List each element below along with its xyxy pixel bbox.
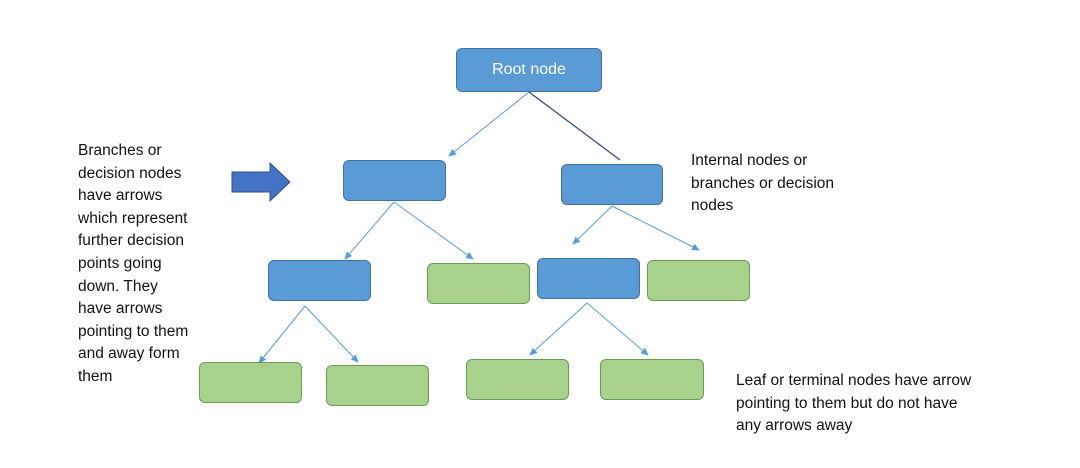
annotation-line: points going [78,254,162,272]
annotation-line: nodes [691,197,734,215]
leaf-node-level3-2 [326,365,429,406]
branches-annotation: Branches or decision nodes have arrows w… [78,140,188,389]
connector-l1right-right [611,205,700,251]
leaf-node-level2-b [647,260,750,301]
annotation-line: pointing to them [78,322,189,340]
connector-root-right [528,91,621,161]
annotation-line: decision nodes [78,164,182,182]
decision-node-level1-left [343,160,446,201]
annotation-line: Branches or [78,142,162,159]
connector-l1left-right [393,201,474,260]
annotation-line: pointing to them but do not have [736,394,958,412]
right-block-arrow [231,161,291,203]
annotation-line: them [78,367,113,385]
connector-l1right-left [572,205,613,245]
root-node: Root node [456,48,602,92]
connector-root-left [448,91,530,157]
leaf-nodes-annotation: Leaf or terminal nodes have arrow pointi… [736,370,971,438]
connector-l2left-left [258,305,306,364]
leaf-node-level2-a [427,263,530,304]
decision-node-level2-left [268,260,371,301]
connector-l2right-right [586,302,649,356]
annotation-line: further decision [78,232,184,250]
leaf-node-level3-1 [199,362,302,403]
annotation-line: down. They [78,277,158,295]
connector-l2right-left [529,302,588,356]
decision-node-level1-right [561,164,663,205]
connector-l2left-right [304,305,359,363]
connector-l1left-left [344,201,395,260]
annotation-line: Leaf or terminal nodes have arrow [736,372,972,389]
leaf-node-level3-4 [600,359,704,400]
leaf-node-level3-3 [466,359,569,400]
internal-nodes-annotation: Internal nodes or branches or decision n… [691,150,834,218]
root-node-label: Root node [492,61,566,78]
annotation-line: any arrows away [736,417,853,435]
annotation-line: Internal nodes or [691,152,808,169]
annotation-line: branches or decision [691,174,835,192]
annotation-line: have arrows [78,187,163,205]
annotation-line: and away form [78,345,180,363]
decision-node-level2-right [537,258,640,299]
annotation-line: which represent [78,209,188,227]
annotation-line: have arrows [78,300,163,318]
